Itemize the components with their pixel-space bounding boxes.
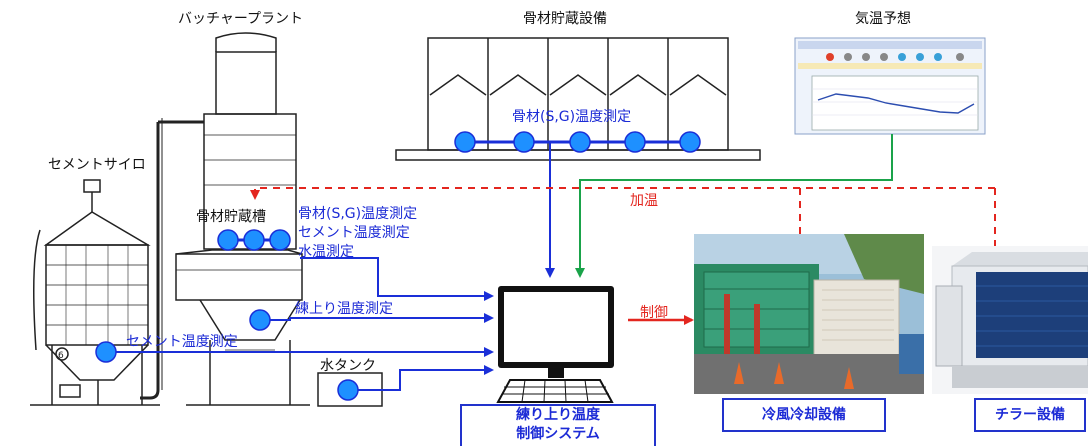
label-aggregate-bin: 骨材貯蔵槽 [196,209,266,225]
control-system-line1: 練り上り温度 [516,407,600,423]
label-water-tank: 水タンク [320,358,376,374]
svg-text:6: 6 [58,351,64,361]
label-batcher-plant: バッチャープラント [178,11,304,27]
label-aggregate-storage: 骨材貯蔵設備 [523,11,607,27]
label-weather-forecast: 気温予想 [855,11,911,27]
cold-air-cooling-photo [694,234,924,394]
sensor-aggregate-4 [624,131,646,153]
sensor-aggregate-3 [569,131,591,153]
weather-forecast-panel [794,37,986,135]
chiller-box: チラー設備 [974,398,1086,432]
sensor-aggregate-1 [454,131,476,153]
sensor-markers [95,131,701,401]
sensor-water-tank [337,379,359,401]
chiller-photo [932,246,1088,394]
heating-lines [250,187,996,325]
sensor-cement-silo [95,341,117,363]
control-system-box: 練り上り温度 制御システム [460,404,656,446]
label-cement-temp-silo: セメント温度測定 [126,334,238,350]
label-cement-temp-plant: セメント温度測定 [298,225,410,241]
sensor-bin-1 [217,229,239,251]
sensor-bin-3 [269,229,291,251]
label-aggregate-temp-top: 骨材(S,G)温度測定 [512,109,632,125]
cold-air-cooling-box: 冷風冷却設備 [722,398,886,432]
computer-icon [496,286,614,403]
label-cement-silo: セメントサイロ [48,157,146,173]
sensor-aggregate-2 [513,131,535,153]
batcher-plant-drawing [140,32,310,406]
sensor-aggregate-5 [679,131,701,153]
sensor-mixer [249,309,271,331]
label-heating: 加温 [630,193,658,209]
label-control: 制御 [640,305,668,321]
forecast-line [575,134,893,278]
cement-silo-drawing: 6 [30,179,160,406]
label-aggregate-temp-plant: 骨材(S,G)温度測定 [298,206,418,222]
label-mixed-temp: 練上り温度測定 [295,301,393,317]
sensor-bin-2 [243,229,265,251]
control-system-line2: 制御システム [516,426,600,442]
label-water-temp: 水温測定 [298,244,354,260]
